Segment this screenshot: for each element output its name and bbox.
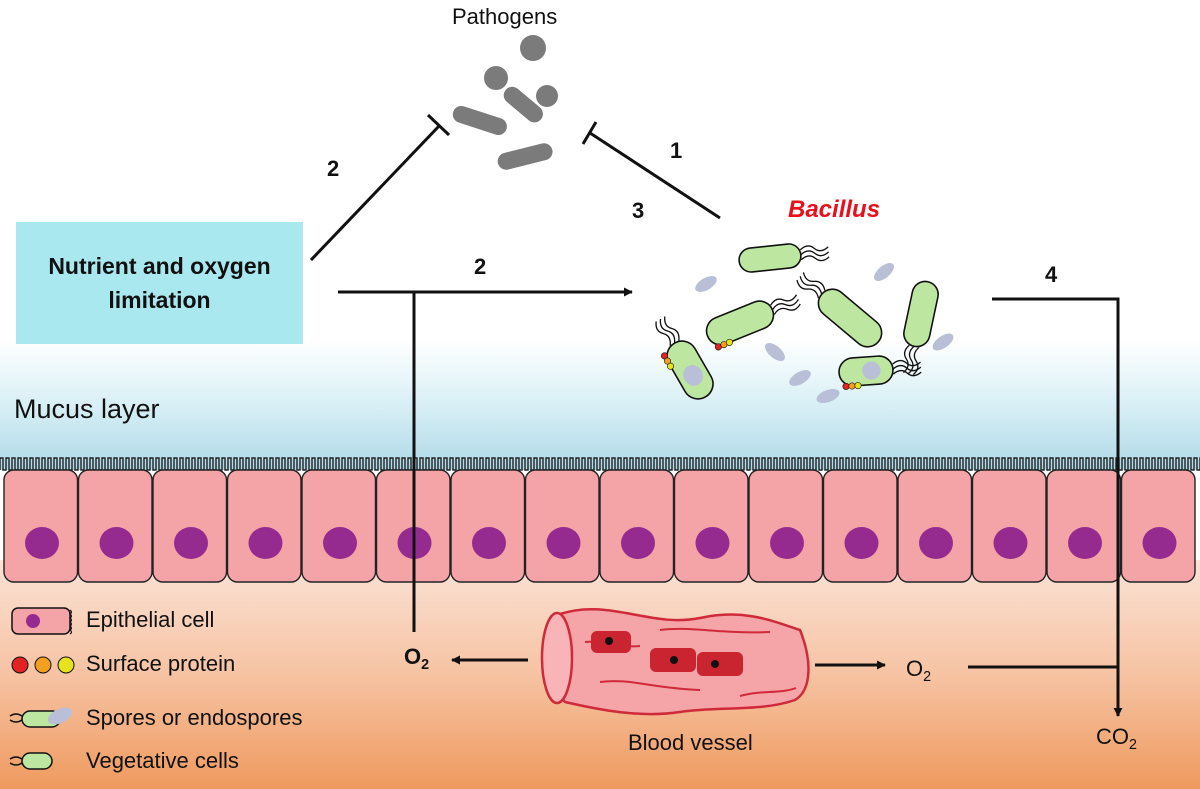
arrow-bacillus-to-co2	[992, 297, 1123, 717]
nutrient-label-line2: limitation	[108, 287, 211, 313]
cell-nucleus	[323, 527, 357, 559]
cell-nucleus	[695, 527, 730, 559]
spore-icon	[9, 707, 73, 728]
cell-nucleus	[248, 527, 283, 559]
legend-label-surface-protein: Surface protein	[86, 651, 236, 676]
spore	[816, 389, 840, 403]
cell-nucleus	[472, 527, 506, 559]
inhibition-line-1	[589, 131, 721, 220]
o2-right-subscript: 2	[923, 669, 932, 685]
rbc-nucleus	[711, 660, 719, 668]
vegetative-cell	[705, 294, 801, 351]
blood-vessel	[540, 607, 810, 716]
epithelial-cell-icon	[11, 607, 73, 635]
epithelial-cell	[524, 469, 600, 583]
inhibition-bar-1	[581, 121, 598, 145]
cell-nucleus	[1068, 527, 1102, 559]
pathogen-rod	[452, 105, 507, 136]
vegetative-cell	[838, 355, 922, 390]
epithelial-layer	[0, 457, 1200, 583]
epithelial-cell	[226, 469, 302, 583]
cell-nucleus	[844, 527, 879, 559]
epithelial-cell	[3, 469, 79, 583]
cell-nucleus	[25, 527, 59, 559]
mucus-layer-region	[0, 340, 1200, 470]
pathogens-cluster	[452, 35, 558, 170]
arrow-number-4: 4	[1045, 262, 1058, 287]
inhibition-line-2	[309, 123, 442, 262]
cell-nucleus	[770, 527, 804, 559]
legend-label-spores: Spores or endospores	[86, 705, 303, 730]
arrow-number-2-promote: 2	[474, 254, 487, 279]
epithelial-cell	[971, 469, 1047, 583]
cell-nucleus	[993, 527, 1028, 559]
vegetative-cell	[796, 272, 883, 348]
spore	[765, 343, 785, 361]
mucus-layer-label: Mucus layer	[14, 394, 160, 424]
epithelial-cell	[673, 469, 749, 583]
rbc-nucleus	[670, 656, 678, 664]
blood-vessel-opening	[540, 611, 574, 705]
epithelial-cell	[748, 469, 824, 583]
legend-label-epithelial: Epithelial cell	[86, 607, 215, 632]
legend-label-vegetative: Vegetative cells	[86, 748, 239, 773]
epithelial-cell	[77, 469, 153, 583]
epithelial-cell	[822, 469, 898, 583]
arrow-number-1: 1	[670, 138, 683, 163]
epithelial-cell	[152, 469, 228, 583]
o2-left-subscript: 2	[421, 657, 430, 673]
pathogens-label: Pathogens	[452, 4, 558, 29]
o2-left-label: O2	[404, 644, 429, 673]
vessel-fiber	[739, 687, 797, 697]
cell-nucleus	[919, 527, 953, 559]
arrow-number-3: 3	[632, 198, 645, 223]
vegetative-cell-icon	[9, 752, 53, 770]
cell-nucleus	[99, 527, 134, 559]
co2-text: CO	[1096, 724, 1129, 749]
inhibition-bar-2	[426, 113, 451, 137]
nutrient-oxygen-limitation-box: Nutrient and oxygen limitation	[16, 222, 303, 344]
rbc-nucleus	[605, 637, 613, 645]
vessel-fiber	[659, 627, 771, 634]
o2-left-text: O	[404, 644, 422, 669]
cell-nucleus	[174, 527, 208, 559]
spore	[789, 370, 811, 386]
vegetative-cell	[738, 243, 830, 273]
o2-right-text: O	[906, 656, 924, 681]
surface-protein-icon	[11, 656, 75, 674]
pathogen-coccus	[484, 66, 508, 90]
epithelial-cell	[1046, 469, 1122, 583]
pathogen-rod	[497, 143, 553, 170]
pathogen-rod	[503, 86, 543, 123]
epithelial-cell	[897, 469, 973, 583]
co2-subscript: 2	[1129, 737, 1137, 753]
pathogen-coccus	[536, 85, 558, 107]
o2-right-label: O2	[906, 656, 931, 685]
pathogen-coccus	[520, 35, 546, 61]
epithelial-cell	[450, 469, 526, 583]
vegetative-cell	[655, 316, 714, 400]
vessel-fiber	[599, 680, 701, 691]
epithelial-cell	[301, 469, 377, 583]
vegetative-cell	[902, 280, 939, 376]
nutrient-label-line1: Nutrient and oxygen	[48, 253, 271, 279]
epithelial-cell	[1120, 469, 1196, 583]
cell-nucleus	[1142, 527, 1177, 559]
legend-icons	[9, 607, 75, 770]
red-blood-cell	[697, 652, 743, 676]
spore	[932, 333, 954, 351]
co2-label: CO2	[1096, 724, 1137, 753]
cell-nucleus	[621, 527, 655, 559]
epithelial-cell	[599, 469, 675, 583]
arrow-number-2-inhibit: 2	[327, 156, 340, 181]
spore	[874, 263, 894, 281]
bacillus-population	[655, 243, 954, 403]
blood-vessel-label: Blood vessel	[628, 730, 753, 755]
cell-nucleus	[546, 527, 581, 559]
spore	[695, 276, 717, 292]
bacillus-label: Bacillus	[788, 196, 881, 223]
microvilli-border	[0, 457, 1200, 471]
